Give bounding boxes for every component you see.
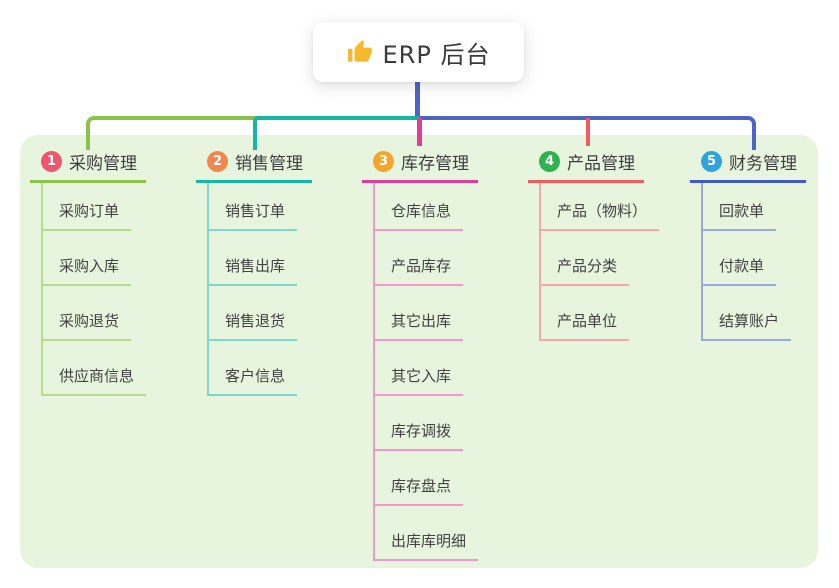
child-label: 销售退货 (225, 312, 286, 330)
child-label: 库存调拨 (391, 422, 452, 440)
child-label: 产品分类 (557, 257, 618, 275)
child-node[interactable]: 客户信息 (209, 341, 298, 396)
branch-children-inventory: 仓库信息 产品库存 其它出库 其它入库 库存调拨 库存盘点 出库库明细 (373, 183, 479, 561)
branch-label: 销售管理 (235, 154, 303, 174)
child-node[interactable]: 销售出库 (209, 231, 298, 286)
child-node[interactable]: 其它入库 (375, 341, 464, 396)
child-label: 库存盘点 (391, 477, 452, 495)
branch-children-finance: 回款单 付款单 结算账户 (701, 183, 792, 341)
thumbs-up-icon (347, 39, 373, 65)
child-node[interactable]: 仓库信息 (375, 183, 464, 231)
child-node[interactable]: 产品库存 (375, 231, 464, 286)
child-label: 产品（物料） (557, 202, 648, 220)
connector-branch-sales (253, 116, 424, 150)
child-label: 出库库明细 (391, 532, 467, 550)
branch-children-product: 产品（物料） 产品分类 产品单位 (539, 183, 660, 341)
badge-3: 3 (373, 151, 394, 172)
child-label: 销售出库 (225, 257, 286, 275)
child-label: 采购入库 (59, 257, 120, 275)
branch-purchase-management: 1 采购管理 采购订单 采购入库 采购退货 供应商信息 (30, 148, 147, 396)
branch-node-finance[interactable]: 5 财务管理 (690, 148, 806, 183)
child-label: 结算账户 (719, 312, 780, 330)
child-node[interactable]: 采购订单 (43, 183, 132, 231)
branch-label: 库存管理 (401, 154, 469, 174)
child-node[interactable]: 产品（物料） (541, 183, 660, 231)
branch-finance-management: 5 财务管理 回款单 付款单 结算账户 (690, 148, 806, 341)
child-node[interactable]: 产品分类 (541, 231, 630, 286)
child-node[interactable]: 库存调拨 (375, 396, 464, 451)
connector-root-stem (415, 82, 420, 118)
child-label: 仓库信息 (391, 202, 452, 220)
branch-children-purchase: 采购订单 采购入库 采购退货 供应商信息 (41, 183, 147, 396)
child-label: 客户信息 (225, 367, 286, 385)
child-node[interactable]: 库存盘点 (375, 451, 464, 506)
child-label: 付款单 (719, 257, 765, 275)
child-label: 产品库存 (391, 257, 452, 275)
child-node[interactable]: 产品单位 (541, 286, 630, 341)
branch-product-management: 4 产品管理 产品（物料） 产品分类 产品单位 (528, 148, 660, 341)
child-node[interactable]: 回款单 (703, 183, 777, 231)
branch-inventory-management: 3 库存管理 仓库信息 产品库存 其它出库 其它入库 库存调拨 库存盘点 出库库… (362, 148, 479, 561)
child-node[interactable]: 销售订单 (209, 183, 298, 231)
child-node[interactable]: 出库库明细 (375, 506, 479, 561)
connector-branch-inventory (417, 118, 422, 146)
child-label: 采购订单 (59, 202, 120, 220)
connector-branch-product (586, 118, 590, 146)
child-label: 回款单 (719, 202, 765, 220)
badge-5: 5 (701, 151, 722, 172)
branch-node-sales[interactable]: 2 销售管理 (196, 148, 312, 183)
badge-4: 4 (539, 151, 560, 172)
root-label: ERP 后台 (382, 40, 491, 69)
branch-node-inventory[interactable]: 3 库存管理 (362, 148, 478, 183)
background-panel (20, 135, 818, 568)
root-node[interactable]: ERP 后台 (313, 22, 524, 82)
branch-label: 采购管理 (69, 154, 137, 174)
branch-label: 财务管理 (729, 154, 797, 174)
branch-node-product[interactable]: 4 产品管理 (528, 148, 644, 183)
child-node[interactable]: 结算账户 (703, 286, 792, 341)
child-node[interactable]: 采购退货 (43, 286, 132, 341)
child-node[interactable]: 其它出库 (375, 286, 464, 341)
child-node[interactable]: 供应商信息 (43, 341, 147, 396)
child-label: 销售订单 (225, 202, 286, 220)
child-node[interactable]: 采购入库 (43, 231, 132, 286)
child-label: 产品单位 (557, 312, 618, 330)
child-label: 其它入库 (391, 367, 452, 385)
child-label: 供应商信息 (59, 367, 135, 385)
branch-node-purchase[interactable]: 1 采购管理 (30, 148, 146, 183)
badge-1: 1 (41, 151, 62, 172)
child-node[interactable]: 付款单 (703, 231, 777, 286)
branch-label: 产品管理 (567, 154, 635, 174)
branch-children-sales: 销售订单 销售出库 销售退货 客户信息 (207, 183, 298, 396)
child-label: 采购退货 (59, 312, 120, 330)
child-node[interactable]: 销售退货 (209, 286, 298, 341)
branch-sales-management: 2 销售管理 销售订单 销售出库 销售退货 客户信息 (196, 148, 312, 396)
child-label: 其它出库 (391, 312, 452, 330)
badge-2: 2 (207, 151, 228, 172)
connector-branch-purchase (86, 116, 261, 150)
